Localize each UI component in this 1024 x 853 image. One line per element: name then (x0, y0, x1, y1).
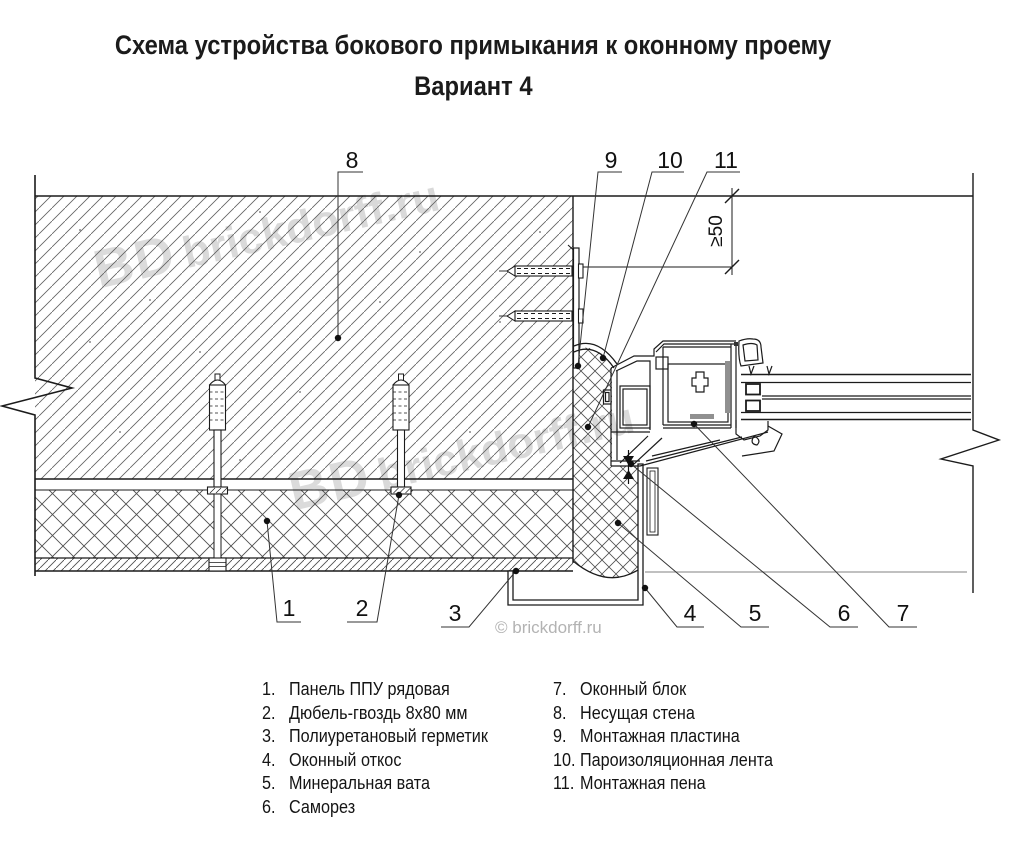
concrete-specks (79, 211, 541, 461)
glazing-unit (741, 373, 971, 421)
callout-7: 7 (897, 600, 910, 626)
panel-joint (208, 493, 227, 572)
dim-tick-top (724, 188, 740, 204)
reveal-inner-strip (646, 467, 659, 536)
drawing-title: Схема устройства бокового примыкания к о… (0, 30, 946, 102)
dowel-nail-horizontal-1 (499, 263, 584, 279)
legend-item: 11.Монтажная пена (553, 773, 706, 793)
legend-item: 8.Несущая стена (553, 702, 695, 723)
foam-and-mineral-wool-hatch (573, 347, 638, 579)
self-tapping-screw (623, 450, 634, 484)
callout-leaders (266, 171, 917, 628)
legend-item: 3.Полиуретановый герметик (262, 726, 488, 746)
callout-4: 4 (684, 600, 697, 626)
ppu-panel-hatch (35, 490, 573, 571)
window-frame-profile (602, 338, 783, 467)
glazing-spacer-2 (745, 399, 761, 412)
legend-item: 6.Саморез (262, 796, 356, 817)
legend-left-column: 1.Панель ППУ рядовая 2.Дюбель-гвоздь 8х8… (262, 678, 542, 819)
dowel-nail-vertical-2 (390, 373, 412, 495)
legend-item: 4.Оконный откос (262, 749, 402, 770)
dimension-label: ≥50 (706, 215, 727, 247)
right-break-line (938, 173, 1002, 593)
legend-item: 5.Минеральная вата (262, 773, 430, 793)
legend-item: 1.Панель ППУ рядовая (262, 679, 450, 699)
dimension-50 (573, 188, 740, 275)
callout-1: 1 (283, 595, 296, 621)
legend-item: 7.Оконный блок (553, 679, 687, 699)
title-line-1: Схема устройства бокового примыкания к о… (114, 30, 832, 60)
legend-item: 10.Пароизоляционная лента (553, 749, 774, 770)
lower-glazing-clamp (735, 420, 769, 441)
legend-item: 2.Дюбель-гвоздь 8х80 мм (262, 702, 468, 723)
steel-reinforcement (690, 342, 738, 419)
callout-2: 2 (356, 595, 369, 621)
copyright-watermark: © brickdorff.ru (495, 618, 602, 637)
legend-item: 9.Монтажная пластина (553, 726, 740, 746)
callout-11: 11 (714, 147, 738, 173)
mineral-wool-bottom-curve (572, 560, 639, 579)
horizontal-dowel-nails (499, 263, 584, 324)
callout-5: 5 (749, 600, 762, 626)
screw-channel (691, 371, 709, 393)
title-line-2: Вариант 4 (413, 71, 533, 101)
glazing-bead (738, 338, 764, 367)
gasket-tip (748, 365, 755, 377)
callout-10: 10 (657, 147, 683, 173)
wall-outline (0, 173, 1002, 593)
callout-numbers: 8 9 10 11 1 2 3 4 5 6 7 (283, 147, 910, 626)
callout-9: 9 (605, 147, 618, 173)
dowel-nail-vertical-1 (206, 373, 229, 495)
callout-8: 8 (346, 147, 359, 173)
callout-3: 3 (449, 600, 462, 626)
left-break-line (0, 175, 76, 576)
callout-6: 6 (838, 600, 851, 626)
vertical-dowel-nails (206, 373, 412, 495)
window-reveal-panel (507, 463, 659, 606)
dim-tick-bottom (724, 259, 740, 275)
glazing-spacer-1 (745, 383, 761, 396)
callout-dots (263, 334, 698, 592)
dowel-nail-horizontal-2 (499, 308, 584, 324)
legend-right-column: 7.Оконный блок 8.Несущая стена 9.Монтажн… (553, 678, 853, 796)
vapor-barrier-tape (573, 342, 618, 369)
gasket-tip (766, 365, 773, 377)
load-bearing-wall-hatch (35, 196, 573, 479)
